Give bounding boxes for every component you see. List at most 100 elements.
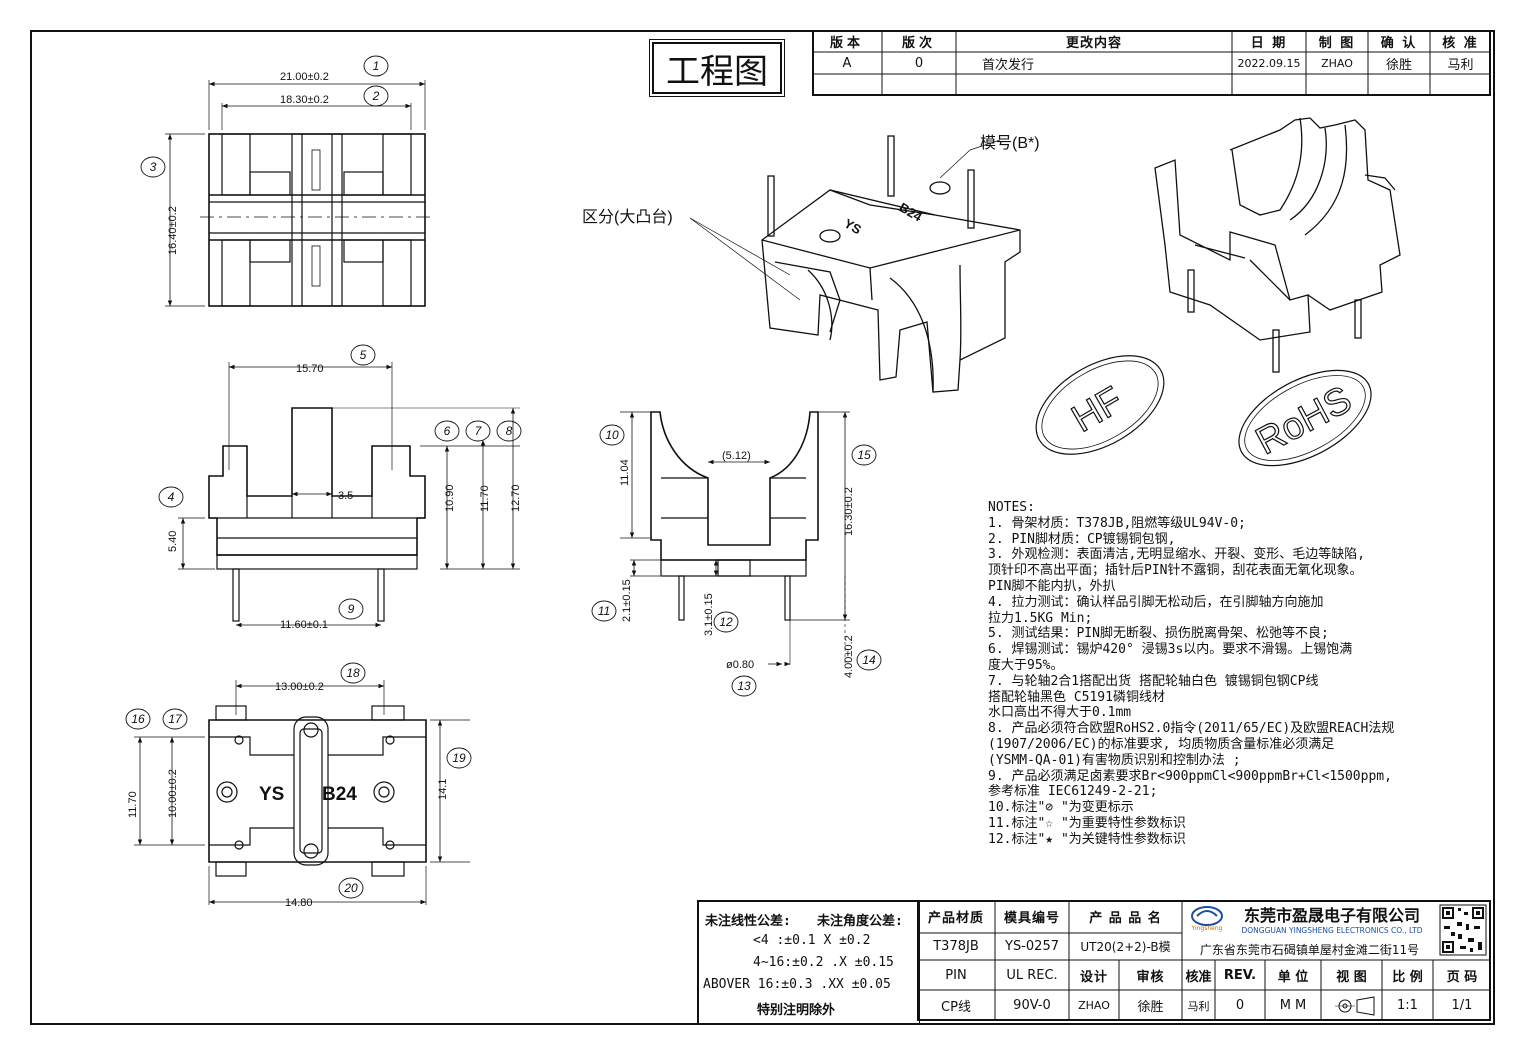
tb-material: T378JB (933, 939, 979, 954)
tb-design: ZHAO (1078, 999, 1110, 1012)
balloon-5: 5 (360, 348, 367, 362)
rev-confirm: 徐胜 (1385, 57, 1412, 73)
rev-version: A (842, 55, 852, 71)
dimension-texts: 21.00±0.2 18.30±0.2 16.40±0.2 15.70 3.5 … (127, 71, 855, 909)
balloon-18: 18 (346, 666, 360, 680)
dim-front-h1: 10.90 (444, 484, 456, 512)
dim-top-height: 16.40±0.2 (167, 206, 179, 255)
rev-date: 2022.09.15 (1237, 56, 1301, 70)
balloon-20: 20 (343, 881, 358, 895)
note-line: (1907/2006/EC)的标准要求, 均质物质含量标准必须满足 (988, 736, 1335, 752)
dim-front-width: 15.70 (296, 363, 324, 375)
dim-bottom-h1: 11.70 (127, 791, 139, 818)
stamp-rohs: RoHS (1249, 379, 1358, 464)
note-line: 1. 骨架材质：T378JB,阻燃等级UL94V-0; (988, 515, 1246, 531)
tb-mold: YS-0257 (1005, 939, 1059, 954)
notes-block: NOTES: 1. 骨架材质：T378JB,阻燃等级UL94V-0; 2. PI… (988, 500, 1458, 848)
tb-unit-label: 单 位 (1277, 969, 1309, 985)
company-name-en: DONGGUAN YINGSHENG ELECTRONICS CO., LTD (1241, 925, 1423, 935)
dim-side-pinlen: 4.00±0.2 (843, 635, 855, 678)
note-line: 度大于95%。 (988, 657, 1064, 673)
balloon-3: 3 (150, 160, 157, 174)
dim-top-width: 21.00±0.2 (280, 71, 329, 83)
iso-mark-b24: B24 (897, 200, 926, 225)
dim-bottom-width: 13.00±0.2 (275, 681, 324, 693)
rev-header-content: 更改内容 (1065, 35, 1122, 51)
tb-mold-label: 模具编号 (1003, 911, 1060, 926)
balloon-7: 7 (475, 424, 483, 438)
iso-mark-ys: YS (842, 216, 865, 238)
rev-header-drawn: 制 图 (1318, 35, 1356, 51)
company-logo-text: Yingsheng (1191, 925, 1223, 932)
balloon-8: 8 (506, 424, 513, 438)
dim-side-base1: 2.1±0.15 (621, 579, 633, 622)
isometric-view-front (689, 135, 1021, 393)
note-line: 参考标准 IEC61249-2-21; (988, 784, 1158, 800)
dim-front-h3: 12.70 (510, 484, 522, 512)
balloon-11: 11 (598, 604, 610, 618)
tb-scale: 1:1 (1397, 998, 1418, 1013)
side-view (620, 411, 850, 667)
tb-name: UT20(2+2)-B模 (1080, 940, 1171, 954)
note-line: NOTES: (988, 500, 1035, 515)
mark-ys: YS (259, 784, 284, 805)
tol-footer: 特别注明除外 (757, 1003, 836, 1018)
tb-scale-label: 比 例 (1392, 969, 1423, 985)
note-line: 9. 产品必须满足卤素要求Br<900ppmCl<900ppmBr+Cl<150… (988, 768, 1392, 784)
balloon-2: 2 (372, 89, 380, 103)
tb-approve-label: 核准 (1185, 969, 1212, 985)
top-view (165, 80, 435, 307)
dim-front-pinpitch: 11.60±0.1 (280, 619, 328, 631)
note-line: 搭配轮轴黑色 C5191磷铜线材 (988, 689, 1165, 705)
revision-grid (812, 30, 1491, 96)
callout-model-no: 模号(B*) (980, 134, 1040, 152)
note-line: 8. 产品必须符合欧盟RoHS2.0指令(2011/65/EC)及欧盟REACH… (988, 721, 1395, 737)
tb-rev-label: REV. (1223, 967, 1257, 983)
tb-view-label: 视 图 (1336, 969, 1367, 985)
tb-design-label: 设计 (1079, 969, 1108, 985)
balloon-4: 4 (168, 490, 175, 504)
title-block-grid (917, 900, 1491, 1021)
company-name-cn: 东莞市盈晟电子有限公司 (1243, 906, 1420, 925)
tb-ul: 90V-0 (1013, 998, 1051, 1013)
tb-name-label: 产 品 品 名 (1089, 911, 1162, 926)
balloon-12: 12 (719, 615, 733, 629)
tol-head-linear: 未注线性公差: (705, 914, 791, 929)
tol-head-angular: 未注角度公差: (817, 914, 903, 929)
front-view (178, 362, 520, 628)
tol-line-2: 4~16:±0.2 .X ±0.15 (753, 955, 894, 970)
dim-bottom-h3: 14.1 (437, 779, 449, 800)
tol-line-3: ABOVER 16:±0.3 .XX ±0.05 (703, 977, 891, 992)
dim-side-base2: 3.1±0.15 (703, 593, 715, 636)
balloon-17: 17 (168, 712, 183, 726)
callout-distinguish: 区分(大凸台) (582, 208, 673, 226)
tb-pin: CP线 (941, 1000, 971, 1015)
tb-unit: M M (1279, 998, 1307, 1013)
note-line: 3. 外观检测：表面清洁,无明显缩水、开裂、变形、毛边等缺陷, (988, 547, 1366, 563)
title-block: 产品材质 模具编号 产 品 品 名 T378JB YS-0257 UT20(2+… (917, 900, 1491, 1021)
qr-code (1438, 902, 1488, 958)
balloons (125, 55, 882, 899)
note-line: PIN脚不能内扒，外扒 (988, 578, 1116, 594)
note-line: 7. 与轮轴2合1搭配出货 搭配轮轴白色 镀锡铜包钢CP线 (988, 673, 1319, 689)
balloon-1: 1 (373, 59, 380, 73)
rev-content: 首次发行 (982, 57, 1035, 73)
company-address: 广东省东莞市石碣镇单屋村金滩二街11号 (1199, 942, 1420, 957)
note-line: 10.标注"⊘ "为变更标示 (988, 800, 1134, 816)
dim-side-h1: 11.04 (619, 459, 631, 486)
rev-drawn: ZHAO (1321, 56, 1353, 70)
rev-edition: 0 (914, 55, 924, 71)
tb-pin-label: PIN (945, 967, 967, 983)
rev-approve: 马利 (1447, 57, 1474, 73)
revision-table: 版本 版次 更改内容 日 期 制 图 确 认 核 准 A 0 首次发行 2022… (812, 30, 1491, 96)
tb-rev: 0 (1235, 998, 1245, 1013)
note-line: 顶针印不高出平面；插针后PIN针不露铜，刮花表面无氧化现象。 (988, 563, 1363, 579)
dim-front-base: 5.40 (167, 531, 179, 552)
rev-header-confirm: 确 认 (1380, 35, 1418, 51)
company-logo (1187, 904, 1227, 934)
rev-header-version: 版本 (829, 35, 864, 51)
qr-code-graphic (1439, 904, 1487, 956)
tolerance-block: 未注线性公差: 未注角度公差: <4 :±0.1 X ±0.2 4~16:±0.… (697, 900, 920, 1025)
mark-b24: B24 (322, 784, 357, 805)
